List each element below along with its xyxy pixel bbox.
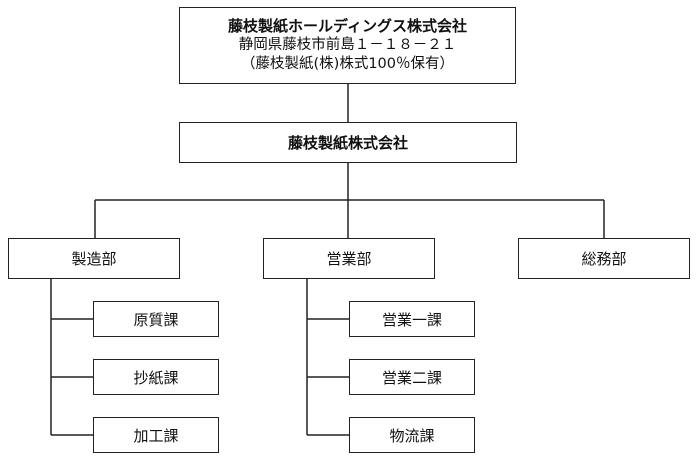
section-processing: 加工課 xyxy=(93,417,219,453)
holding-company-address: 静岡県藤枝市前島１－１８－２１ xyxy=(238,37,457,53)
section-sales-1: 営業一課 xyxy=(349,301,475,337)
section-raw-material: 原質課 xyxy=(93,301,219,337)
section-logistics: 物流課 xyxy=(349,417,475,453)
dept-manufacturing: 製造部 xyxy=(8,238,180,279)
holding-company-note: （藤枝製紙(株)株式100％保有） xyxy=(241,56,454,72)
dept-general-affairs: 総務部 xyxy=(518,238,690,279)
holding-company-name: 藤枝製紙ホールディングス株式会社 xyxy=(228,17,467,35)
holding-company-box: 藤枝製紙ホールディングス株式会社 静岡県藤枝市前島１－１８－２１ （藤枝製紙(株… xyxy=(179,7,516,84)
section-sales-2: 営業二課 xyxy=(349,359,475,395)
dept-sales: 営業部 xyxy=(263,238,435,279)
section-papermaking: 抄紙課 xyxy=(93,359,219,395)
company-box: 藤枝製紙株式会社 xyxy=(179,122,517,163)
